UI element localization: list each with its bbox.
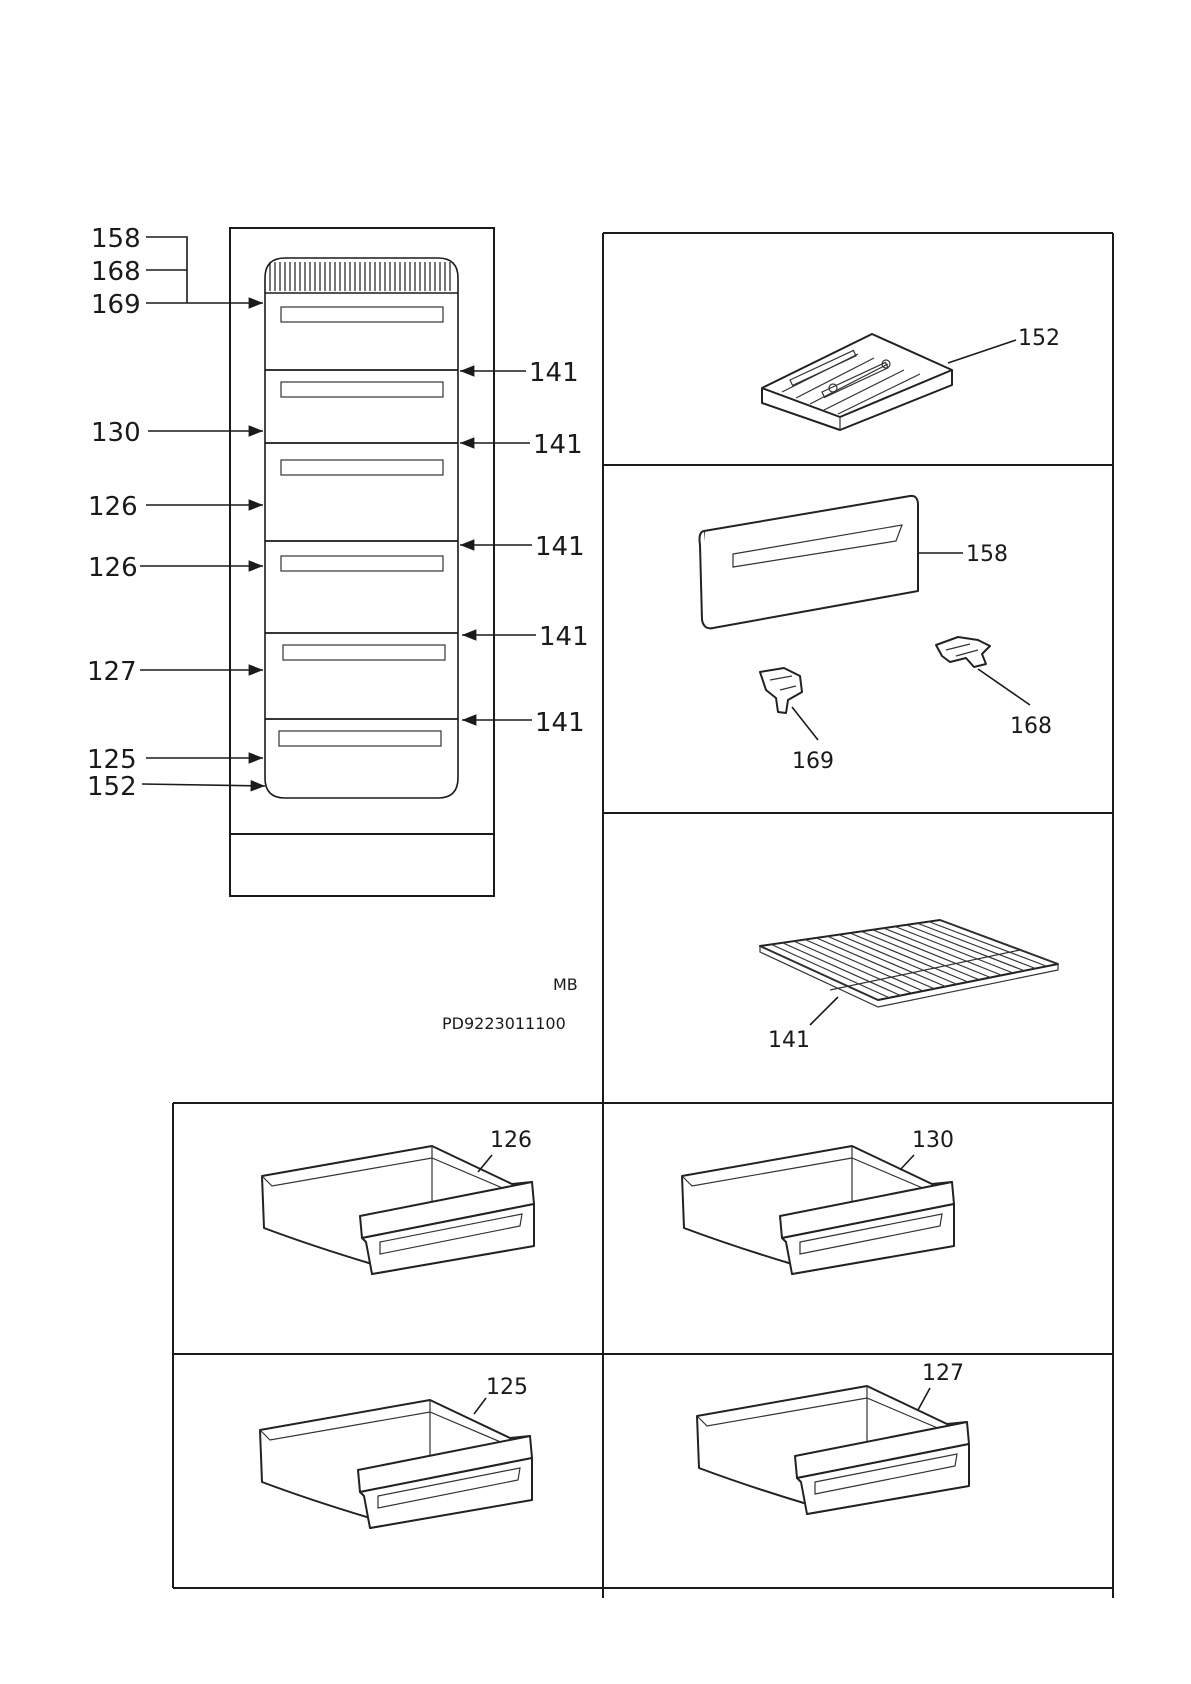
- label-158: 158: [966, 542, 1008, 567]
- callout-141-e: 141: [535, 708, 585, 738]
- label-152: 152: [1018, 326, 1060, 351]
- cabinet-outline: [229, 227, 495, 897]
- callout-168: 168: [91, 257, 141, 287]
- label-130: 130: [912, 1128, 954, 1153]
- callout-141-c: 141: [535, 532, 585, 562]
- callout-130: 130: [91, 418, 141, 448]
- document-code: PD9223011100: [442, 1014, 566, 1033]
- callout-126-b: 126: [88, 553, 138, 583]
- part-127-drawer: 127: [696, 1361, 970, 1515]
- callout-169: 169: [91, 290, 141, 320]
- callout-158: 158: [91, 224, 141, 254]
- part-130-drawer: 130: [681, 1128, 955, 1275]
- callout-126-a: 126: [88, 492, 138, 522]
- part-141-shelf: 141: [759, 919, 1059, 1053]
- label-125: 125: [486, 1375, 528, 1400]
- part-152-filter: 152: [761, 326, 1060, 431]
- callout-125: 125: [87, 745, 137, 775]
- label-127: 127: [922, 1361, 964, 1386]
- label-168: 168: [1010, 714, 1052, 739]
- parts-grid: [172, 232, 1114, 1598]
- callout-127: 127: [87, 657, 137, 687]
- drawer-dividers: [265, 369, 458, 720]
- label-141: 141: [768, 1028, 810, 1053]
- label-126: 126: [490, 1128, 532, 1153]
- part-125-drawer: 125: [259, 1375, 533, 1529]
- callout-152: 152: [87, 772, 137, 802]
- right-leaders: [460, 365, 536, 726]
- left-leaders: [140, 236, 266, 792]
- cavity-outline: [264, 257, 459, 799]
- callout-141-b: 141: [533, 430, 583, 460]
- callout-141-d: 141: [539, 622, 589, 652]
- top-grille: [269, 262, 451, 291]
- label-169: 169: [792, 749, 834, 774]
- callout-141-a: 141: [529, 358, 579, 388]
- part-126-drawer: 126: [261, 1128, 535, 1275]
- model-code: MB: [553, 975, 578, 994]
- part-168-hinge: 168: [935, 636, 1052, 739]
- part-169-hinge: 169: [759, 667, 834, 774]
- drawer-handles: [278, 306, 446, 747]
- appliance-overview: 158 168 169 130 126 126 127 125 152 141 …: [87, 224, 589, 897]
- part-158-flap: 158: [698, 494, 1008, 630]
